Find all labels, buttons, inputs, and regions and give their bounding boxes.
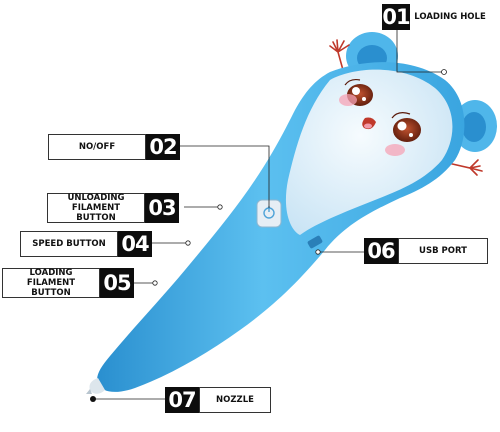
callout-number: 01 (382, 4, 411, 30)
callout-number: 03 (145, 193, 179, 223)
callout-number: 02 (146, 134, 180, 160)
usb-port (307, 235, 323, 249)
callout-label: USB PORT (398, 238, 488, 264)
callout-label: LOADING HOLE (410, 4, 490, 30)
callout-nozzle: 07 NOZZLE (165, 387, 271, 413)
callout-number: 06 (364, 238, 398, 264)
callout-label: LOADING FILAMENT BUTTON (2, 268, 100, 298)
leader-dots (90, 69, 447, 402)
callout-number: 05 (100, 268, 134, 298)
pen-nozzle (86, 378, 105, 394)
callout-usb-port: 06 USB PORT (364, 238, 488, 264)
doodle-hand-icon (329, 39, 483, 176)
callout-on-off: NO/OFF 02 (48, 134, 180, 160)
callout-loading-filament: LOADING FILAMENT BUTTON 05 (2, 268, 134, 298)
callout-loading-hole: 01 LOADING HOLE (382, 4, 490, 30)
callout-unloading-filament: UNLOADING FILAMENT BUTTON 03 (47, 193, 179, 223)
callout-speed-button: SPEED BUTTON 04 (20, 231, 152, 257)
callout-number: 04 (118, 231, 152, 257)
callout-label: UNLOADING FILAMENT BUTTON (47, 193, 145, 223)
callout-label: NOZZLE (199, 387, 271, 413)
callout-label: NO/OFF (48, 134, 146, 160)
pen-face (285, 69, 453, 235)
callout-number: 07 (165, 387, 199, 413)
callout-label: SPEED BUTTON (20, 231, 118, 257)
face-cheeks (339, 94, 405, 156)
leader-lines (94, 14, 444, 400)
